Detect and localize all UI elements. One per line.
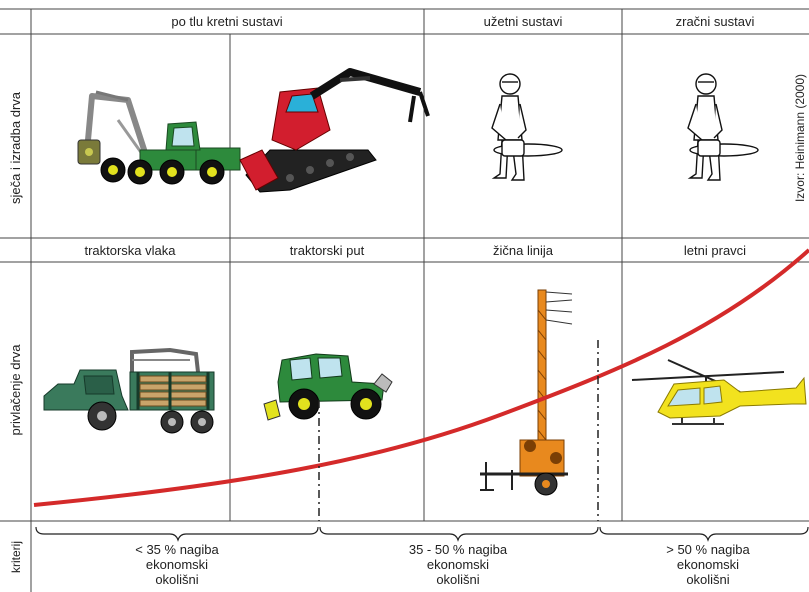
helicopter-icon [631,359,807,425]
tower-yarder-icon [480,289,573,496]
criteria-braces [35,526,809,542]
grid-lines [0,8,809,592]
difficulty-curve [33,248,809,507]
chainsaw-worker-icon [687,73,759,181]
skidder-icon [263,353,393,421]
criteria-high-slope: > 50 % nagiba [666,542,750,557]
tracked-feller-icon [239,68,430,193]
forwarder-icon [43,347,215,434]
header-cable-systems: užetni sustavi [484,14,563,29]
criteria-low-env: okolišni [155,572,198,587]
criteria-low-slope: < 35 % nagiba [135,542,219,557]
header-flight-path: letni pravci [684,243,746,258]
slope-dividers [318,340,599,521]
chainsaw-worker-icon [491,73,563,181]
header-skid-road: traktorski put [290,243,365,258]
criteria-high: > 50 % nagiba ekonomski okolišni [666,542,750,587]
row-label-felling: sječa i izradba drva [8,91,23,204]
criteria-low: < 35 % nagiba ekonomski okolišni [135,542,219,587]
criteria-high-env: okolišni [686,572,729,587]
wheeled-harvester-icon [77,90,241,185]
header-cable-line: žična linija [493,243,554,258]
source-note: Izvor: Heinimann (2000) [793,74,807,202]
row-label-extraction: privlačenje drva [8,344,23,436]
criteria-mid-slope: 35 - 50 % nagiba [409,542,508,557]
criteria-mid: 35 - 50 % nagiba ekonomski okolišni [409,542,508,587]
criteria-high-econ: ekonomski [677,557,739,572]
criteria-mid-env: okolišni [436,572,479,587]
header-skid-trail: traktorska vlaka [84,243,176,258]
criteria-mid-econ: ekonomski [427,557,489,572]
header-ground-systems: po tlu kretni sustavi [171,14,282,29]
row-label-criteria: kriterij [9,541,23,573]
header-air-systems: zračni sustavi [676,14,755,29]
criteria-low-econ: ekonomski [146,557,208,572]
